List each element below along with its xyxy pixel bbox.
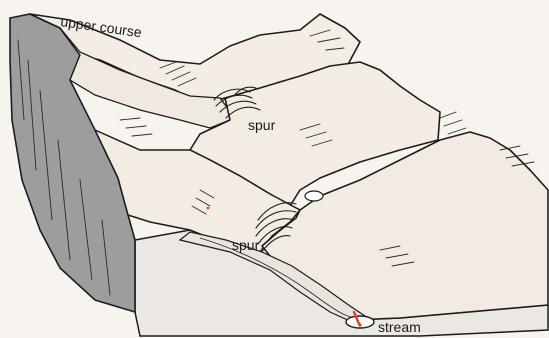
boulder — [305, 191, 323, 201]
upper-spur-label: spur — [248, 117, 276, 133]
lower-spur-label: spur — [232, 237, 260, 253]
red-dot — [207, 207, 210, 210]
stream-label: stream — [378, 319, 421, 335]
